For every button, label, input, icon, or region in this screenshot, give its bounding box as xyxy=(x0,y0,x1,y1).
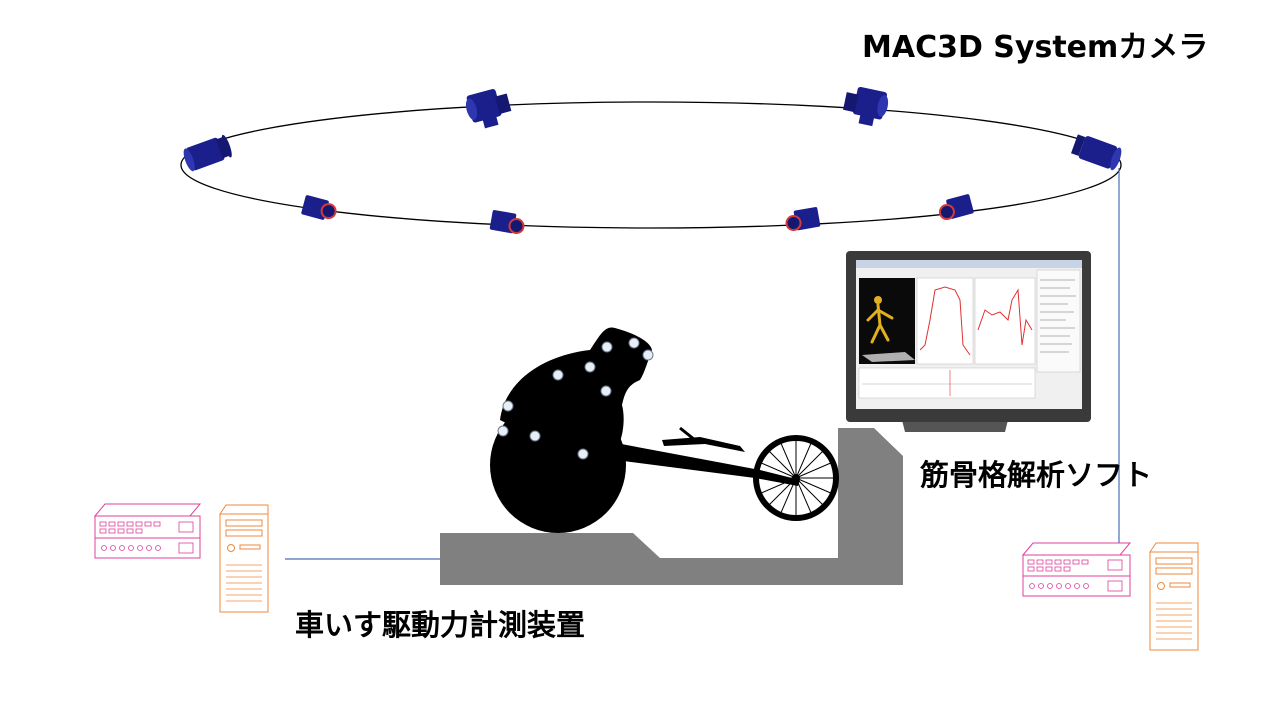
marker xyxy=(502,400,514,412)
marker xyxy=(584,361,596,373)
monitor-display xyxy=(846,251,1091,432)
measurement-platform xyxy=(440,428,903,585)
camera-icon xyxy=(183,134,232,172)
reflective-marker-group xyxy=(497,337,654,460)
marker xyxy=(642,349,654,361)
timeline-panel xyxy=(858,367,1036,399)
marker xyxy=(601,341,613,353)
marker xyxy=(552,369,564,381)
property-panel xyxy=(1036,269,1081,373)
plot-panel xyxy=(974,277,1036,365)
measurement-device-label: 車いす駆動力計測装置 xyxy=(295,608,586,642)
camera-icon xyxy=(843,86,889,127)
marker xyxy=(577,448,589,460)
plot-line xyxy=(919,286,971,356)
camera-icon xyxy=(1071,134,1122,171)
wheelchair-athlete-silhouette xyxy=(490,327,839,533)
marker xyxy=(529,430,541,442)
measurement-rack-unit xyxy=(93,503,202,559)
camera-icon xyxy=(301,195,337,220)
tower-pc xyxy=(1149,542,1199,651)
marker xyxy=(600,385,612,397)
camera-icon xyxy=(465,89,512,129)
camera-icon xyxy=(938,194,974,221)
analysis-software-label: 筋骨格解析ソフト xyxy=(920,458,1153,492)
camera-icon xyxy=(785,207,821,232)
marker xyxy=(628,337,640,349)
camera-icon xyxy=(489,210,525,235)
plot-panel xyxy=(916,277,974,365)
camera-rack-unit xyxy=(1021,542,1132,597)
camera-system-label: MAC3D Systemカメラ xyxy=(862,30,1209,65)
tower-pc xyxy=(219,504,269,613)
plot-line xyxy=(977,288,1033,346)
marker xyxy=(497,425,509,437)
camera-orbit-ring xyxy=(180,101,1122,229)
